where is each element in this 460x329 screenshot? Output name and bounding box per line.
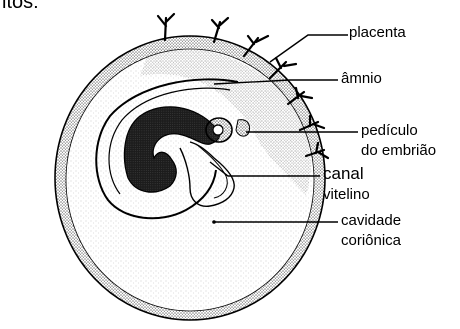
label-cavidade-line2: coriônica (341, 232, 401, 249)
label-placenta: placenta (349, 24, 406, 41)
body-stalk (236, 120, 250, 136)
label-canal-line1: canal (323, 164, 364, 183)
label-amnio: âmnio (341, 70, 382, 87)
label-pediculo-line2: do embrião (361, 142, 436, 159)
label-pediculo-line1: pedículo (361, 122, 418, 139)
label-canal-line2: vitelino (323, 186, 370, 203)
placenta-leader (270, 35, 348, 62)
label-cavidade-line1: cavidade (341, 212, 401, 229)
